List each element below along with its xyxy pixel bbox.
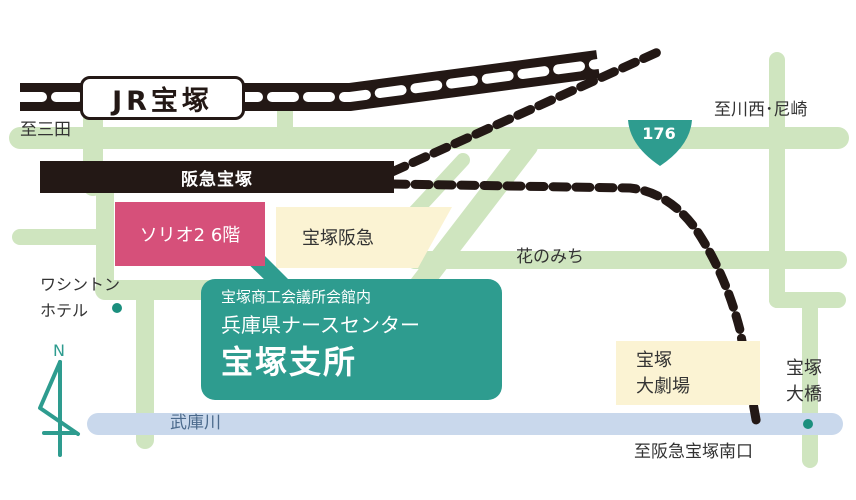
hankyu-line-north [387,47,663,177]
nurse-center-callout: 宝塚商工会議所会館内 兵庫県ナースセンター 宝塚支所 [201,279,502,400]
washington-hotel-line2: ホテル [40,301,89,320]
hananomichi-label: 花のみち [516,247,584,267]
takarazuka-ohashi-line2: 大橋 [786,384,822,405]
grand-theater-label: 宝塚 大劇場 [636,348,690,400]
route-176-shield [628,120,692,166]
hankyu-station-bar: 阪急宝塚 [40,161,394,193]
grand-theater-line1: 宝塚 [636,350,672,371]
to-minamiguchi-label: 至阪急宝塚南口 [634,442,753,462]
takarazuka-ohashi-line1: 宝塚 [786,358,822,379]
washington-hotel-label: ワシントン ホテル [40,272,120,324]
takarazuka-hankyu-label: 宝塚阪急 [302,228,374,249]
washington-hotel-line1: ワシントン [40,275,121,294]
takarazuka-ohashi-dot [803,419,813,429]
callout-line1: 宝塚商工会議所会館内 [221,288,372,306]
callout-line2: 兵庫県ナースセンター [221,313,420,337]
to-kawanishi-label: 至川西･尼崎 [714,100,808,120]
callout-line3: 宝塚支所 [221,343,358,381]
to-sanda-label: 至三田 [20,120,71,140]
mukogawa-river-label: 武庫川 [170,413,221,433]
north-arrow-icon [38,360,80,457]
sorio-building: ソリオ2 6階 [115,202,265,266]
north-label: N [53,341,65,360]
grand-theater-building [616,341,760,405]
washington-hotel-dot [112,303,122,313]
hankyu-line-south [387,179,762,430]
jr-station-sign: JR宝塚 [80,76,245,120]
takarazuka-hankyu-building [276,207,452,268]
grand-theater-line2: 大劇場 [636,376,690,397]
takarazuka-ohashi-label: 宝塚 大橋 [786,356,822,408]
route-176-label: 176 [642,124,676,143]
